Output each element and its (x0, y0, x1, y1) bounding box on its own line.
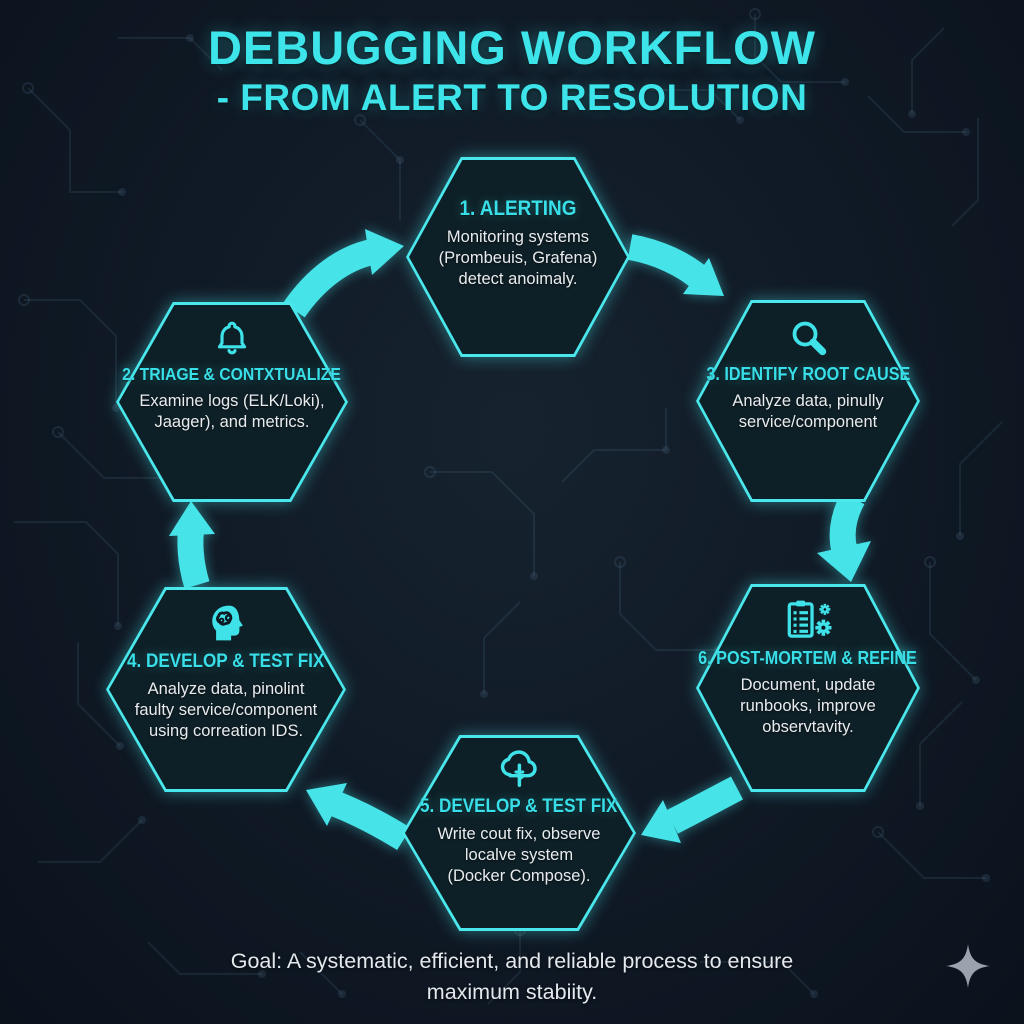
step-node-6-post-mortem: 6. POST-MORTEM & REFINE Document, update… (696, 584, 920, 792)
magnifier-icon (792, 321, 827, 356)
step-body: Analyze data, pinolint faulty service/co… (134, 680, 318, 741)
step-heading: 4. DEVELOP & TEST FIX (127, 651, 325, 672)
step-node-3-identify-root-cause: 3. IDENTIFY ROOT CAUSE Analyze data, pin… (696, 300, 920, 502)
page-title: DEBUGGING WORKFLOW (207, 21, 817, 74)
step-body: Monitoring systems (Prombeuis, Grafena) … (438, 228, 598, 289)
step-heading: 3. IDENTIFY ROOT CAUSE (705, 364, 911, 384)
arrow-step3-to-step6 (817, 491, 871, 582)
clipboard-gears-icon (787, 600, 832, 638)
step-heading: 5. DEVELOP & TEST FIX (420, 796, 618, 817)
arrow-step1-to-step3 (627, 234, 724, 296)
page-subtitle: - FROM ALERT TO RESOLUTION (216, 77, 808, 118)
brain-head-icon (212, 605, 243, 641)
header: DEBUGGING WORKFLOW - FROM ALERT TO RESOL… (0, 20, 1024, 119)
step-heading: 1. ALERTING (459, 197, 577, 220)
arrow-step4-to-step2 (169, 501, 215, 589)
step-heading: 2. TRIAGE & CONTXTUALIZE (122, 364, 342, 384)
step-body: Examine logs (ELK/Loki), Jaager), and me… (139, 392, 325, 432)
step-node-1-alerting: 1. ALERTING Monitoring systems (Prombeui… (406, 157, 630, 357)
cloud-branch-icon (500, 750, 537, 787)
step-body: Analyze data, pinully service/component (732, 392, 884, 432)
step-node-5-develop-test-fix: 5. DEVELOP & TEST FIX Write cout fix, ob… (402, 735, 636, 931)
bell-icon (217, 321, 247, 355)
gear-large (815, 619, 832, 636)
gear-small (819, 603, 831, 615)
arrow-step6-to-step5 (641, 776, 744, 843)
hexagon-shape (696, 300, 920, 502)
step-node-4-develop-test-fix: 4. DEVELOP & TEST FIX Analyze data, pino… (106, 587, 346, 792)
step-node-2-triage: 2. TRIAGE & CONTXTUALIZE Examine logs (E… (116, 302, 348, 502)
arrow-step5-to-step4 (306, 783, 411, 851)
goal-text: Goal: A systematic, efficient, and relia… (230, 949, 794, 1005)
hexagon-shape (406, 157, 630, 357)
step-body: Document, update runbooks, improve obser… (740, 676, 876, 737)
arrow-step2-to-step1 (283, 229, 404, 318)
hexagon-shape (116, 302, 348, 502)
sparkle-icon (946, 944, 990, 988)
step-heading: 6. POST-MORTEM & REFINE (698, 648, 918, 668)
step-body: Write cout fix, observe localve system (… (437, 825, 601, 886)
